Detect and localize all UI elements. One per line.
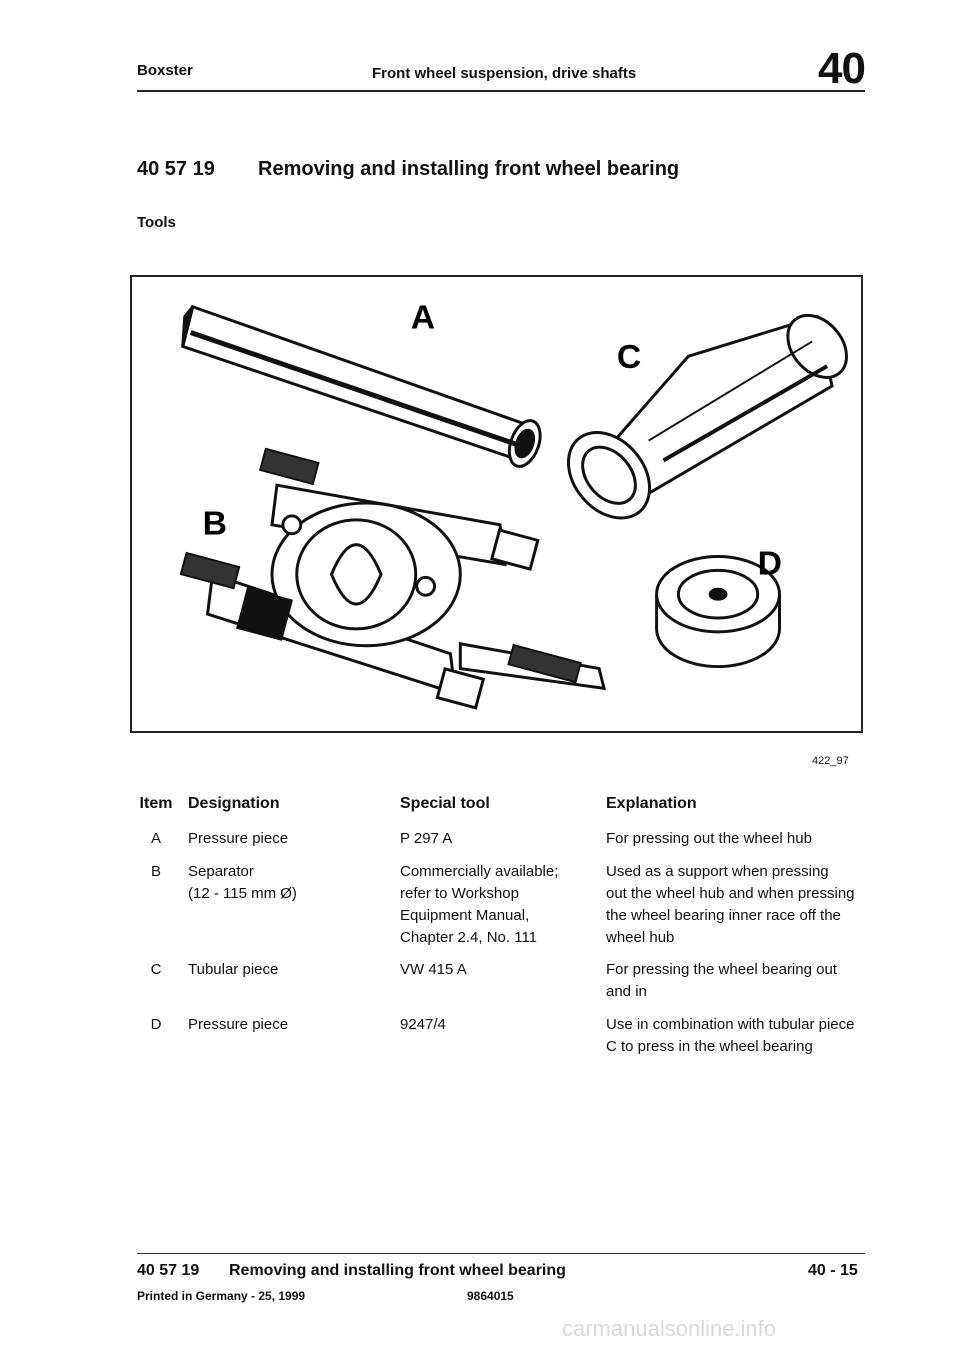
- row-b-special-tool: Commercially available; refer to Worksho…: [400, 861, 590, 949]
- row-c-designation: Tubular piece: [188, 961, 279, 978]
- column-header-designation: Designation: [188, 795, 280, 812]
- row-a-item: A: [150, 830, 161, 847]
- page-title-number: 40 57 19: [137, 158, 215, 180]
- row-b-designation-line: (12 - 115 mm Ø): [188, 885, 297, 902]
- row-d-explanation-line: Use in combination with tubular piece: [606, 1016, 855, 1033]
- page-title: Removing and installing front wheel bear…: [258, 158, 680, 180]
- tool-b-label: B: [203, 505, 227, 543]
- header-section-title: Front wheel suspension, drive shafts: [372, 65, 637, 82]
- watermark: carmanualsonline.info: [562, 1316, 777, 1341]
- row-d-explanation: Use in combination with tubular piece C …: [606, 1014, 868, 1058]
- footer-printed-info: Printed in Germany - 25, 1999: [137, 1289, 306, 1303]
- row-b-explanation-line: wheel hub: [606, 929, 675, 946]
- header-model: Boxster: [137, 62, 193, 79]
- tool-a-label: A: [411, 299, 435, 337]
- row-b-special-tool-line: refer to Workshop: [400, 885, 519, 902]
- column-header-explanation: Explanation: [606, 795, 697, 812]
- row-b-special-tool-line: Equipment Manual,: [400, 907, 530, 924]
- footer-page-number: 40 - 15: [808, 1262, 858, 1279]
- row-b-special-tool-line: Commercially available;: [400, 863, 559, 880]
- footer-section-title: Removing and installing front wheel bear…: [229, 1262, 566, 1279]
- row-b-item: B: [150, 863, 161, 880]
- row-d-item: D: [150, 1016, 162, 1033]
- row-c-item: C: [150, 961, 162, 978]
- tool-d-label: D: [758, 544, 782, 582]
- row-d-special-tool: 9247/4: [400, 1016, 446, 1033]
- row-c-explanation: For pressing the wheel bearing out and i…: [606, 959, 868, 1003]
- column-header-special-tool: Special tool: [400, 795, 490, 812]
- tools-illustration: A C: [130, 275, 863, 733]
- tools-heading: Tools: [137, 214, 176, 231]
- tool-b-drawing: [179, 447, 607, 710]
- tool-c-drawing: [567, 313, 848, 520]
- tool-c-label: C: [617, 338, 641, 376]
- header-rule: [137, 90, 865, 92]
- footer-document-code: 9864015: [467, 1289, 514, 1303]
- row-b-designation-line: Separator: [188, 863, 254, 880]
- footer-section-number: 40 57 19: [137, 1262, 200, 1279]
- tool-a-drawing: [180, 304, 542, 468]
- row-a-explanation: For pressing out the wheel hub: [606, 830, 812, 847]
- tool-d-drawing: [655, 555, 781, 669]
- row-c-special-tool: VW 415 A: [400, 961, 467, 978]
- row-d-designation: Pressure piece: [188, 1016, 289, 1033]
- row-b-explanation-line: the wheel bearing inner race off the: [606, 907, 841, 924]
- row-d-explanation-line: C to press in the wheel bearing: [606, 1038, 813, 1055]
- row-b-explanation-line: Used as a support when pressing: [606, 863, 829, 880]
- row-b-explanation-line: out the wheel hub and when pressing: [606, 885, 855, 902]
- row-b-designation: Separator (12 - 115 mm Ø): [188, 861, 388, 905]
- row-b-special-tool-line: Chapter 2.4, No. 111: [400, 929, 538, 946]
- header-group-number: 40: [818, 44, 866, 93]
- column-header-item: Item: [139, 795, 173, 812]
- row-a-designation: Pressure piece: [188, 830, 289, 847]
- row-a-special-tool: P 297 A: [400, 830, 453, 847]
- figure-reference: 422_97: [812, 755, 849, 767]
- row-b-explanation: Used as a support when pressing out the …: [606, 861, 868, 949]
- row-c-explanation-line: and in: [606, 983, 647, 1000]
- row-c-explanation-line: For pressing the wheel bearing out: [606, 961, 837, 978]
- footer-rule: [137, 1253, 865, 1254]
